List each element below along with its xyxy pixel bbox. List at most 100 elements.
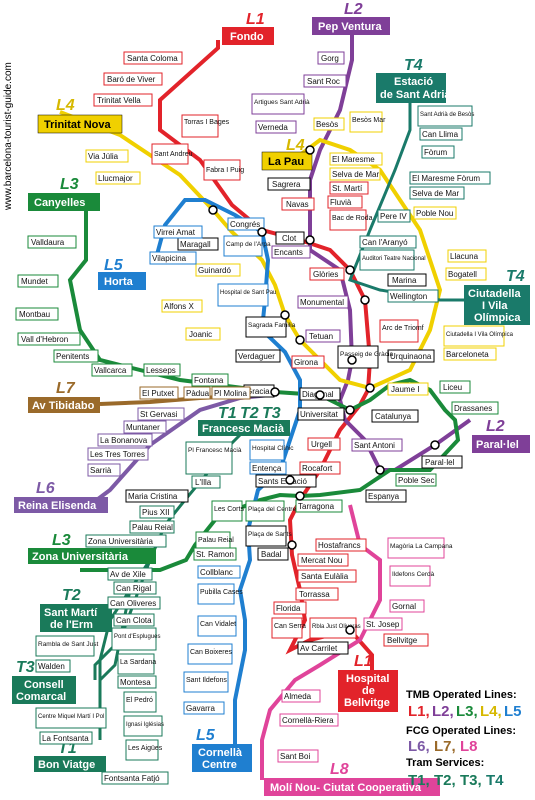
station-wellington[interactable]: Wellington — [387, 289, 439, 303]
station-penitents[interactable]: Penitents — [53, 349, 99, 363]
station-artigues[interactable]: Artigues Sant Adrià — [251, 93, 310, 115]
station-mundet[interactable]: Mundet — [17, 274, 59, 288]
station-florida[interactable]: Florida — [273, 601, 307, 615]
station-hostafrancs[interactable]: Hostafrancs — [315, 538, 367, 552]
station-sant-boi[interactable]: Sant Boi — [277, 749, 319, 763]
station-santa-coloma[interactable]: Santa Coloma — [123, 51, 183, 65]
terminal-consell-comarcal[interactable]: Consell Comarcal — [12, 676, 76, 704]
station-fabra-i-puig[interactable]: Fabra I Puig — [203, 159, 244, 181]
station-can-vidalet[interactable]: Can Vidalet — [197, 615, 237, 637]
station-baro-de-viver[interactable]: Baró de Viver — [103, 72, 163, 86]
terminal-paral-lel[interactable]: Paral·lel — [472, 435, 530, 453]
station-camp-arpa[interactable]: Camp de l'Arpa — [223, 235, 271, 257]
station-rocafort[interactable]: Rocafort — [299, 461, 341, 475]
station-can-oliveres[interactable]: Can Oliveres — [107, 596, 161, 610]
station-verdaguer[interactable]: Verdaguer — [235, 349, 281, 363]
station-st-marti[interactable]: St. Martí — [329, 181, 369, 195]
station-magoria[interactable]: Magòria La Campana — [387, 537, 453, 559]
station-pubilla-cases[interactable]: Pubilla Cases — [197, 583, 243, 605]
station-vall-hebron[interactable]: Vall d'Hebron — [17, 332, 81, 346]
station-llacuna[interactable]: Llacuna — [447, 249, 487, 263]
station-encants[interactable]: Encants — [271, 245, 311, 259]
station-pont-esplugues[interactable]: Pont d'Esplugues — [111, 627, 161, 651]
station-pere-iv[interactable]: Pere IV — [377, 209, 411, 223]
station-les-corts[interactable]: Les Corts — [211, 500, 244, 522]
station-ignasi-iglesias[interactable]: Ignasi Iglésias — [123, 715, 164, 737]
station-mercat-nou[interactable]: Mercat Nou — [297, 553, 349, 567]
station-el-maresme-forum[interactable]: El Maresme Fòrum — [409, 171, 491, 185]
station-can-aranyo[interactable]: Can l'Aranyó — [359, 235, 417, 249]
station-entenca[interactable]: Entença — [249, 461, 287, 475]
station-gorg[interactable]: Gorg — [317, 51, 345, 65]
station-centre-miquel[interactable]: Centre Miquel Martí I Pol — [35, 707, 107, 729]
terminal-pep-ventura[interactable]: Pep Ventura — [312, 17, 390, 35]
station-can-clota[interactable]: Can Clota — [113, 613, 155, 627]
station-congres[interactable]: Congrés — [227, 217, 265, 231]
station-guinardo[interactable]: Guinardó — [195, 263, 241, 277]
station-fluvia[interactable]: Fluvià — [327, 195, 363, 209]
station-fontana[interactable]: Fontana — [191, 373, 229, 387]
station-ildefons-cerda[interactable]: Ildefons Cerdà — [389, 565, 435, 587]
station-el-pedro[interactable]: El Pedró — [123, 691, 157, 713]
station-la-sardana[interactable]: La Sardana — [117, 653, 156, 675]
station-maragall[interactable]: Maragall — [177, 237, 219, 251]
station-selva-de-mar-t[interactable]: Selva de Mar — [409, 186, 465, 200]
station-can-boixeres[interactable]: Can Boixeres — [187, 643, 233, 665]
station-passeig-de-gracia[interactable]: Passeig de Gràcia — [337, 345, 393, 369]
station-sant-andreu[interactable]: Sant Andreu — [151, 143, 193, 165]
station-jaume-i[interactable]: Jaume I — [387, 382, 429, 396]
station-virrei-amat[interactable]: Virrei Amat — [153, 225, 203, 239]
station-auditori[interactable]: Auditori Teatre Nacional — [359, 249, 426, 271]
station-besos-mar[interactable]: Besòs Mar — [349, 111, 386, 133]
terminal-zona-universitaria[interactable]: Zona Universitària — [28, 548, 156, 564]
terminal-reina-elisenda[interactable]: Reina Elisenda — [14, 497, 108, 513]
station-urquinaona[interactable]: Urquinaona — [387, 349, 435, 363]
station-navas[interactable]: Navas — [281, 197, 315, 211]
station-gornal[interactable]: Gornal — [389, 599, 425, 613]
station-can-serra[interactable]: Can Serra — [271, 617, 306, 639]
station-paral-lel[interactable]: Paral·lel — [421, 455, 463, 469]
station-bac-de-roda[interactable]: Bac de Roda — [329, 209, 373, 231]
station-lesseps[interactable]: Lesseps — [143, 363, 181, 377]
station-santa-eulalia[interactable]: Santa Eulàlia — [297, 569, 357, 583]
station-montesa[interactable]: Montesa — [117, 675, 157, 689]
station-arc-de-triomf[interactable]: Arc de Triomf — [379, 319, 424, 343]
station-marina[interactable]: Marina — [387, 273, 427, 287]
station-sant-ildefons[interactable]: Sant Ildefons — [183, 671, 229, 693]
station-bogatell[interactable]: Bogatell — [445, 267, 487, 281]
station-forum[interactable]: Fòrum — [421, 145, 455, 159]
station-el-putxet[interactable]: El Putxet — [139, 386, 179, 400]
station-st-josep[interactable]: St. Josep — [363, 617, 403, 631]
station-tetuan[interactable]: Tetuan — [305, 329, 341, 343]
station-walden[interactable]: Walden — [35, 659, 71, 673]
station-poble-nou[interactable]: Poble Nou — [413, 206, 457, 220]
station-torras-i-bages[interactable]: Torras I Bages — [181, 114, 230, 138]
station-gavarra[interactable]: Gavarra — [183, 701, 225, 715]
station-valldaura[interactable]: Valldaura — [27, 235, 77, 249]
station-la-fontsanta[interactable]: La Fontsanta — [39, 731, 93, 745]
station-hospital-sant-pau[interactable]: Hospital de Sant Pau — [217, 283, 276, 307]
station-catalunya[interactable]: Catalunya — [371, 409, 419, 423]
station-sarria[interactable]: Sarrià — [87, 463, 121, 477]
station-rbla-just-oliveras[interactable]: Rbla Just Oliveras — [309, 617, 361, 639]
station-badal[interactable]: Badal — [257, 547, 289, 561]
terminal-moli-nou[interactable]: Molí Nou- Ciutat Cooperativa — [264, 778, 440, 796]
station-clot[interactable]: Clot — [275, 231, 305, 245]
station-pl-francesc-macia[interactable]: Pl Francesc Macià — [185, 441, 242, 475]
station-placa-del-centre[interactable]: Plaça del Centre — [245, 500, 296, 522]
station-rambla-sant-just[interactable]: Rambla de Sant Just — [35, 635, 99, 657]
station-glories[interactable]: Glòries — [309, 267, 345, 281]
station-placa-de-sants[interactable]: Plaça de Sants — [245, 525, 292, 547]
station-liceu[interactable]: Liceu — [439, 380, 471, 394]
station-av-de-xile[interactable]: Av de Xile — [107, 567, 153, 581]
station-pius-xii[interactable]: Pius XII — [139, 505, 175, 519]
station-la-bonanova[interactable]: La Bonanova — [97, 433, 153, 447]
station-almeda[interactable]: Almeda — [281, 689, 321, 703]
station-l-illa[interactable]: L'Illa — [191, 475, 221, 489]
station-verneda[interactable]: Verneda — [255, 120, 297, 134]
station-vilapicina[interactable]: Vilapicina — [149, 251, 197, 265]
station-bellvitge[interactable]: Bellvitge — [383, 633, 429, 647]
station-vallcarca[interactable]: Vallcarca — [91, 363, 133, 377]
terminal-cornella-centre[interactable]: Cornellà Centre — [192, 744, 252, 772]
station-hospital-clinic[interactable]: Hospital Clínic — [249, 439, 294, 461]
